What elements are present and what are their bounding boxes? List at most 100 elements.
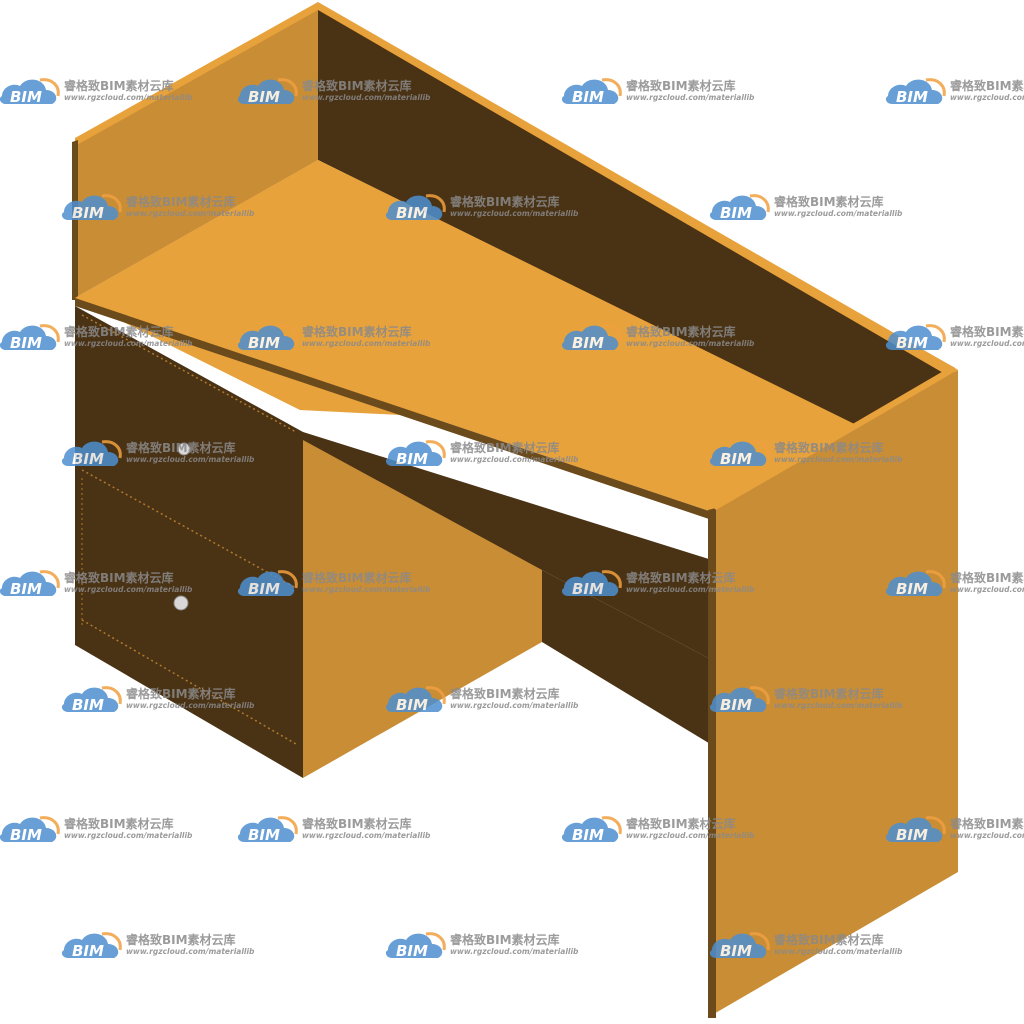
watermark-title: 睿格致BIM素材云库 [302, 570, 412, 585]
swoosh-icon [425, 440, 446, 459]
desk-top-main [75, 160, 948, 512]
watermark-title: 睿格致BIM素材云库 [450, 932, 560, 947]
watermark-url: www.rgzcloud.com/materiallib [450, 701, 579, 710]
cloud-logo-icon [61, 687, 119, 712]
watermark-url: www.rgzcloud.com/materiallib [126, 701, 255, 710]
watermark-logo-text: BIM [720, 942, 752, 960]
watermark-url: www.rgzcloud.com/materiallib [302, 339, 431, 348]
watermark-logo-text: BIM [572, 580, 604, 598]
swoosh-icon [749, 686, 770, 705]
swoosh-icon [277, 324, 298, 343]
cloud-logo-icon [885, 79, 943, 104]
right-side-panel [712, 370, 958, 1015]
drawer-knob-bottom [173, 595, 189, 611]
watermark-url: www.rgzcloud.com/materiallib [64, 93, 193, 102]
swoosh-icon [425, 932, 446, 951]
watermark: BIM睿格致BIM素材云库www.rgzcloud.com/materialli… [709, 686, 903, 714]
watermark-title: 睿格致BIM素材云库 [774, 194, 884, 209]
swoosh-icon [601, 570, 622, 589]
watermark-title: 睿格致BIM素材云库 [950, 816, 1024, 831]
swoosh-icon [39, 324, 60, 343]
watermark-url: www.rgzcloud.com/materiallib [450, 209, 579, 218]
watermark-url: www.rgzcloud.com/materiallib [950, 585, 1024, 594]
watermark-title: 睿格致BIM素材云库 [774, 440, 884, 455]
watermark-title: 睿格致BIM素材云库 [626, 816, 736, 831]
cloud-logo-icon [237, 817, 295, 842]
watermark-title: 睿格致BIM素材云库 [626, 324, 736, 339]
watermark-logo-text: BIM [10, 580, 42, 598]
watermark-logo-text: BIM [248, 334, 280, 352]
watermark: BIM 睿格致BIM素材云库www.rgzcloud.com/materialli… [709, 932, 903, 960]
swoosh-icon [425, 686, 446, 705]
drawer-line-3 [81, 619, 297, 745]
watermark: BIM睿格致BIM素材云库www.rgzcloud.com/materialli… [385, 686, 579, 714]
watermark: BIM睿格致BIM素材云库www.rgzcloud.com/materialli… [0, 570, 193, 598]
swoosh-icon [277, 570, 298, 589]
watermark: BIM 睿格致BIM素材云库www.rgzcloud.com/materialli… [237, 324, 431, 352]
watermark-title: 睿格致BIM素材云库 [774, 932, 884, 947]
drawer-line-2 [81, 469, 297, 589]
watermark: BIM睿格致BIM素材云库www.rgzcloud.com/materialli… [0, 324, 193, 352]
watermark-title: 睿格致BIM素材云库 [626, 78, 736, 93]
swoosh-icon [925, 816, 946, 835]
watermark: BIM睿格致BIM素材云库www.rgzcloud.com/materialli… [237, 570, 431, 598]
drawer-line-1 [81, 314, 297, 433]
watermark-url: www.rgzcloud.com/materiallib [774, 947, 903, 956]
watermark-title: 睿格致BIM素材云库 [950, 324, 1024, 339]
watermark-logo-text: BIM [896, 88, 928, 106]
watermark-logo-text: BIM [720, 450, 752, 468]
swoosh-icon [39, 816, 60, 835]
swoosh-icon [277, 78, 298, 97]
watermark: BIM睿格致BIM素材云库www.rgzcloud.com/materialli… [561, 570, 755, 598]
cloud-logo-icon [561, 325, 619, 350]
watermark-logo-text: BIM [396, 696, 428, 714]
swoosh-icon [749, 932, 770, 951]
swoosh-icon [39, 78, 60, 97]
swoosh-icon [101, 440, 122, 459]
cloud-logo-icon [237, 79, 295, 104]
swoosh-icon [101, 194, 122, 213]
cloud-logo-icon [0, 79, 57, 104]
watermark-logo-text: BIM [572, 88, 604, 106]
watermark-url: www.rgzcloud.com/materiallib [126, 455, 255, 464]
watermark-url: www.rgzcloud.com/materiallib [302, 93, 431, 102]
watermark-logo-text: BIM [720, 204, 752, 222]
watermark-url: www.rgzcloud.com/materiallib [302, 585, 431, 594]
cloud-logo-icon [237, 571, 295, 596]
watermark: BIM睿格致BIM素材云库www.rgzcloud.com/materialli… [885, 324, 1024, 352]
cloud-logo-icon [561, 571, 619, 596]
watermark-title: 睿格致BIM素材云库 [126, 686, 236, 701]
cloud-logo-icon [0, 325, 57, 350]
swoosh-icon [39, 570, 60, 589]
pedestal-front [75, 306, 303, 778]
cloud-logo-icon [237, 325, 295, 350]
watermark: BIM睿格致BIM素材云库www.rgzcloud.com/materialli… [709, 440, 903, 468]
watermark-url: www.rgzcloud.com/materiallib [626, 339, 755, 348]
watermark-logo-text: BIM [72, 696, 104, 714]
watermark: BIM睿格致BIM素材云库www.rgzcloud.com/materialli… [61, 932, 255, 960]
cloud-logo-icon [61, 195, 119, 220]
swoosh-icon [601, 816, 622, 835]
watermark-title: 睿格致BIM素材云库 [950, 570, 1024, 585]
watermark-url: www.rgzcloud.com/materiallib [774, 209, 903, 218]
watermark-title: 睿格致BIM素材云库 [64, 78, 174, 93]
watermark-url: www.rgzcloud.com/materiallib [302, 831, 431, 840]
watermark: BIM 睿格致BIM素材云库www.rgzcloud.com/materialli… [61, 686, 255, 714]
cloud-logo-icon [709, 687, 767, 712]
watermark: BIM睿格致BIM素材云库www.rgzcloud.com/materialli… [561, 816, 755, 844]
watermark: BIM 睿格致BIM素材云库www.rgzcloud.com/materialli… [561, 324, 755, 352]
under-desk-shelf [303, 432, 712, 660]
right-side-panel-top [712, 366, 958, 510]
watermark-url: www.rgzcloud.com/materiallib [626, 585, 755, 594]
swoosh-icon [925, 78, 946, 97]
watermark-title: 睿格致BIM素材云库 [302, 324, 412, 339]
watermark-layer: BIM睿格致BIM素材云库www.rgzcloud.com/materialli… [0, 78, 1024, 960]
watermark-logo-text: BIM [572, 334, 604, 352]
cloud-logo-icon [61, 441, 119, 466]
watermark-logo-text: BIM [72, 204, 104, 222]
cloud-logo-icon [385, 933, 443, 958]
watermark: BIM睿格致BIM素材云库www.rgzcloud.com/materialli… [385, 932, 579, 960]
left-side-panel-top [75, 2, 318, 146]
watermark: BIM睿格致BIM素材云库www.rgzcloud.com/materialli… [885, 816, 1024, 844]
watermark: BIM睿格致BIM素材云库www.rgzcloud.com/materialli… [561, 78, 755, 106]
